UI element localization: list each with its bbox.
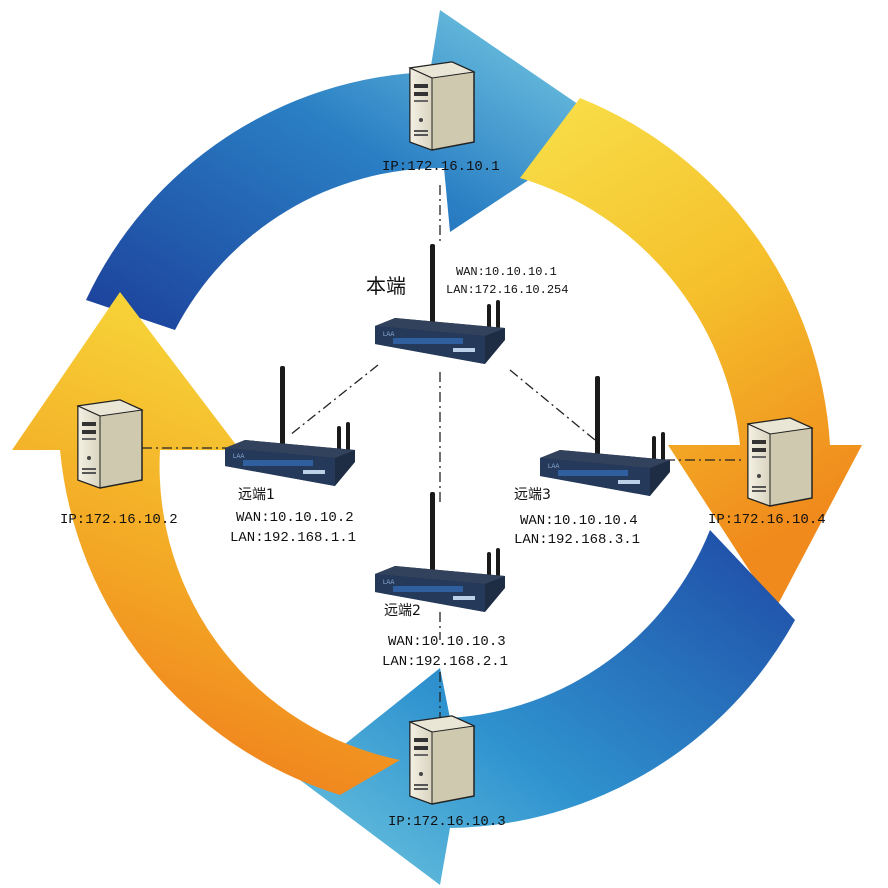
router-local: LAA (375, 244, 505, 364)
server-right-ip-label: IP:172.16.10.4 (708, 512, 826, 528)
server-bottom-ip-label: IP:172.16.10.3 (388, 814, 506, 830)
router-local-title: 本端 (366, 274, 406, 298)
svg-text:LAA: LAA (233, 454, 244, 460)
router-remote3-title: 远端3 (514, 487, 551, 503)
server-top-ip-label: IP:172.16.10.1 (382, 159, 500, 175)
tower-server-icon (408, 715, 476, 805)
link-local-remote3 (509, 369, 596, 441)
arrow-segment-top (86, 10, 610, 330)
server-left (76, 399, 144, 489)
router-remote1: LAA (225, 366, 355, 486)
router-remote1-title: 远端1 (238, 487, 275, 503)
arrow-segment-bottom (300, 530, 795, 885)
tower-server-icon (746, 417, 814, 507)
router-local-lan: LAN:172.16.10.254 (446, 283, 569, 297)
server-left-ip-label: IP:172.16.10.2 (60, 512, 178, 528)
tower-server-icon (408, 61, 476, 151)
router-remote3-wan: WAN:10.10.10.4 (520, 513, 638, 529)
wifi-router-icon: LAA (540, 376, 670, 496)
link-local-remote1 (289, 364, 379, 436)
server-bottom (408, 715, 476, 805)
svg-text:LAA: LAA (548, 464, 559, 470)
server-top (408, 61, 476, 151)
router-remote3: LAA (540, 376, 670, 496)
svg-text:LAA: LAA (383, 580, 394, 586)
wifi-router-icon: LAA (225, 366, 355, 486)
tower-server-icon (76, 399, 144, 489)
router-remote2-lan: LAN:192.168.2.1 (382, 654, 509, 670)
server-right (746, 417, 814, 507)
router-remote2-wan: WAN:10.10.10.3 (388, 634, 506, 650)
router-remote2: LAA (375, 492, 505, 612)
router-remote3-lan: LAN:192.168.3.1 (514, 532, 641, 548)
connection-lines (142, 185, 745, 720)
router-local-wan: WAN:10.10.10.1 (456, 265, 557, 279)
router-remote2-title: 远端2 (384, 603, 421, 619)
wifi-router-icon: LAA (375, 492, 505, 612)
wifi-router-icon: LAA (375, 244, 505, 364)
router-remote1-wan: WAN:10.10.10.2 (236, 510, 354, 526)
svg-text:LAA: LAA (383, 332, 394, 338)
router-remote1-lan: LAN:192.168.1.1 (230, 530, 357, 546)
